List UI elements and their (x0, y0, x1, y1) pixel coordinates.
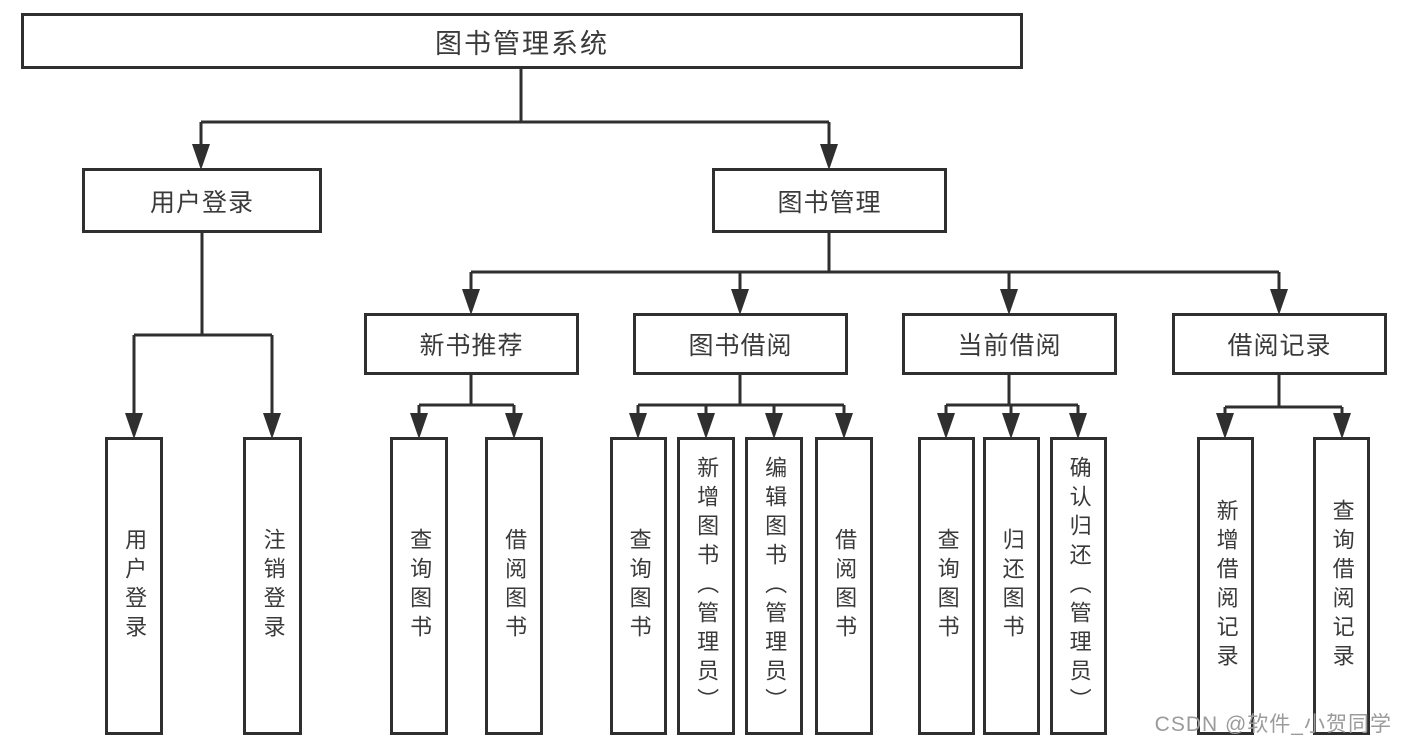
arrowhead (697, 413, 715, 439)
arrowhead (820, 144, 838, 170)
leaf-borrowing-add-book-admin: 新增图书（管理员） (677, 437, 735, 735)
arrowhead (1002, 413, 1020, 439)
arrowhead (263, 413, 281, 439)
arrowhead (835, 413, 853, 439)
arrowhead (1000, 289, 1018, 315)
arrowhead (410, 413, 428, 439)
connector-borrowing-to-leaves (636, 375, 846, 435)
arrowhead (1069, 413, 1087, 439)
connector-book-management-to-modules (469, 233, 1281, 311)
node-book-borrowing: 图书借阅 (633, 313, 848, 375)
leaf-recommend-query-book: 查询图书 (390, 437, 448, 735)
node-user-login-branch: 用户登录 (82, 168, 322, 233)
arrowhead (192, 144, 210, 170)
node-borrowing-records: 借阅记录 (1172, 313, 1387, 375)
leaf-records-add-borrow-record: 新增借阅记录 (1197, 437, 1254, 735)
arrowhead (937, 413, 955, 439)
leaf-current-confirm-return-admin: 确认归还（管理员） (1050, 437, 1107, 735)
arrowhead (462, 289, 480, 315)
leaf-recommend-borrow-book: 借阅图书 (485, 437, 543, 735)
arrowhead (505, 413, 523, 439)
connector-user-login-to-leaves (132, 233, 274, 435)
leaf-logout-login: 注销登录 (243, 437, 302, 735)
node-library-management-system: 图书管理系统 (21, 13, 1023, 69)
leaf-current-return-book: 归还图书 (983, 437, 1040, 735)
leaf-borrowing-borrow-book: 借阅图书 (815, 437, 873, 735)
arrowhead (1333, 413, 1351, 439)
connector-recommend-to-leaves (417, 375, 516, 435)
arrowhead (731, 289, 749, 315)
arrowhead (765, 413, 783, 439)
node-current-borrowing: 当前借阅 (902, 313, 1117, 375)
arrowhead (125, 413, 143, 439)
arrowhead (629, 413, 647, 439)
connector-current-to-leaves (944, 375, 1080, 435)
leaf-user-login: 用户登录 (105, 437, 163, 735)
connector-records-to-leaves (1223, 375, 1344, 435)
leaf-current-query-book: 查询图书 (918, 437, 975, 735)
arrowhead (1216, 413, 1234, 439)
leaf-borrowing-query-book: 查询图书 (610, 437, 667, 735)
csdn-watermark: CSDN @软件_小贺同学 (1154, 713, 1392, 736)
leaf-borrowing-edit-book-admin: 编辑图书（管理员） (745, 437, 803, 735)
leaf-records-query-borrow-record: 查询借阅记录 (1313, 437, 1370, 735)
node-book-management-branch: 图书管理 (712, 168, 947, 233)
arrowhead (1270, 289, 1288, 315)
node-new-book-recommendation: 新书推荐 (364, 313, 579, 375)
connector-root-to-branches (199, 69, 831, 166)
